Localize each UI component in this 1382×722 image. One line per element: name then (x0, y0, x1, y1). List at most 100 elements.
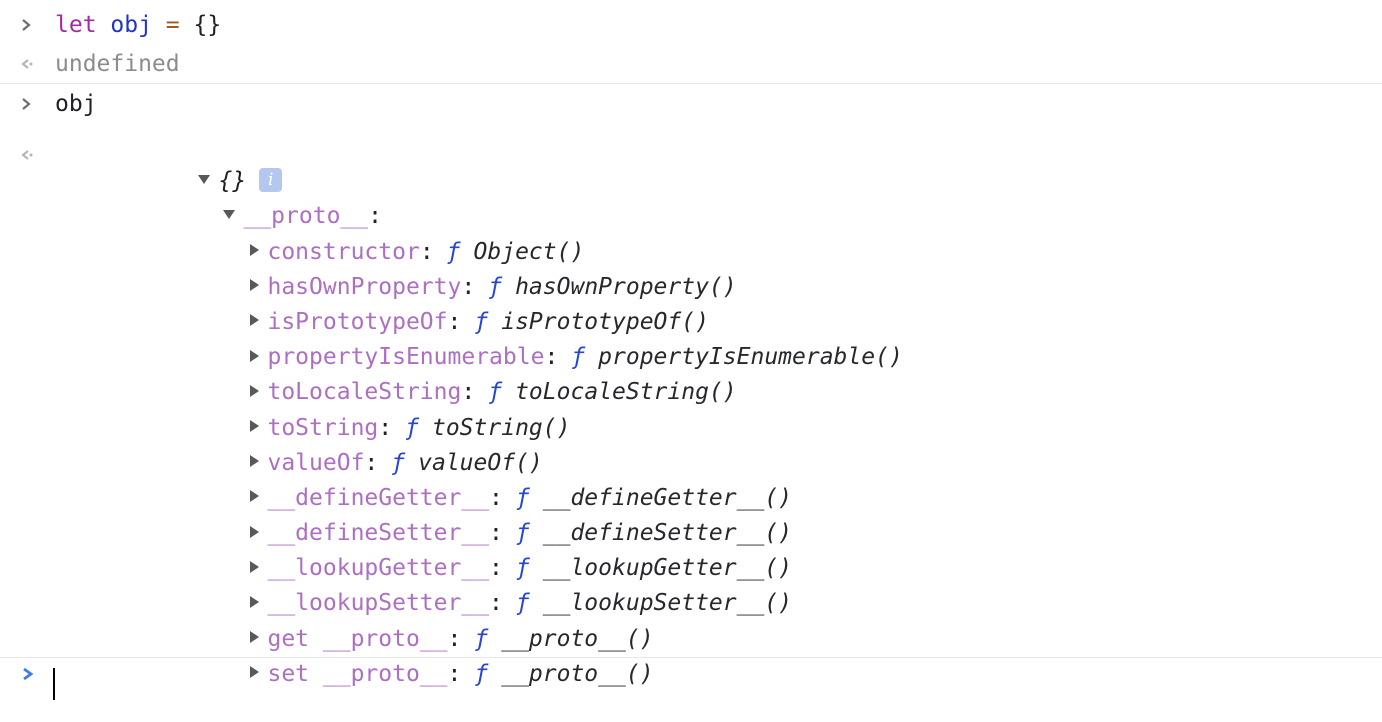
function-symbol: ƒ (515, 520, 530, 547)
colon: : (368, 203, 382, 230)
expand-triangle-icon[interactable] (250, 244, 260, 257)
expand-triangle-icon[interactable] (250, 631, 260, 644)
object-root-row[interactable]: {} i (0, 129, 1382, 194)
colon: : (489, 520, 503, 547)
collapse-triangle-icon[interactable] (223, 210, 236, 220)
property-row-definegetter[interactable]: __defineGetter__:ƒ__defineGetter__() (0, 446, 1382, 511)
property-row-set-proto[interactable]: set __proto__:ƒ__proto__() (0, 622, 1382, 687)
console-result-row: undefined (0, 44, 1382, 83)
property-name: hasOwnProperty (267, 273, 462, 300)
command-code: let obj = {} (55, 12, 221, 38)
property-name: constructor (267, 238, 420, 265)
function-symbol: ƒ (515, 484, 530, 511)
property-name: __lookupSetter__ (267, 590, 490, 617)
result-arrow-icon (21, 150, 33, 160)
property-row-isprototypeof[interactable]: isPrototypeOf: ƒ isPrototypeOf() (0, 270, 1382, 335)
property-row-lookupsetter[interactable]: __lookupSetter__: ƒ __lookupSetter__() (0, 551, 1382, 616)
expand-triangle-icon[interactable] (250, 314, 260, 327)
expand-triangle-icon[interactable] (250, 455, 260, 468)
property-name: toLocaleString (267, 379, 462, 406)
property-row-constructor[interactable]: constructor: ƒ Object() (0, 199, 1382, 265)
function-signature: toString() (431, 414, 571, 441)
console-command-row: let obj = {} (0, 5, 1382, 44)
function-symbol: ƒ (405, 414, 419, 441)
function-signature: toLocaleString() (515, 379, 737, 406)
function-symbol: ƒ (391, 449, 406, 476)
property-row-get-proto[interactable]: get __proto__:ƒ__proto__() (0, 586, 1382, 652)
expand-triangle-icon[interactable] (250, 349, 260, 362)
function-symbol: ƒ (515, 555, 530, 582)
expand-triangle-icon[interactable] (250, 560, 260, 573)
function-symbol: ƒ (474, 625, 489, 652)
property-name: valueOf (267, 449, 365, 476)
proto-row[interactable]: __proto__: (0, 164, 1382, 229)
expand-triangle-icon[interactable] (250, 666, 260, 679)
function-signature: __defineSetter__() (542, 520, 793, 547)
token-braces: {} (193, 11, 222, 38)
token-operator: = (151, 11, 194, 38)
function-symbol: ƒ (488, 273, 503, 300)
function-signature: __lookupSetter__() (542, 590, 793, 617)
function-signature: __proto__() (501, 625, 654, 652)
colon: : (447, 308, 462, 335)
expand-triangle-icon[interactable] (250, 525, 260, 538)
function-symbol: ƒ (474, 660, 489, 687)
function-signature: __defineGetter__() (542, 484, 793, 511)
colon: : (489, 555, 503, 582)
colon: : (378, 414, 393, 441)
expand-triangle-icon[interactable] (250, 595, 260, 608)
function-symbol: ƒ (515, 590, 530, 617)
function-signature: __lookupGetter__() (542, 555, 793, 582)
prompt-chevron-icon (22, 18, 31, 31)
function-signature: propertyIsEnumerable() (598, 344, 903, 371)
command-code: obj (55, 90, 97, 117)
function-signature: Object() (473, 238, 585, 265)
console-command-row: obj (0, 84, 1382, 123)
text-cursor (53, 667, 55, 700)
function-symbol: ƒ (474, 308, 489, 335)
expand-triangle-icon[interactable] (250, 490, 260, 503)
colon: : (447, 625, 462, 652)
token-keyword: let (55, 11, 111, 38)
console-input[interactable] (0, 658, 1382, 720)
colon: : (461, 273, 476, 300)
colon: : (447, 660, 462, 687)
expand-triangle-icon[interactable] (250, 384, 260, 397)
function-signature: isPrototypeOf() (501, 308, 709, 335)
collapse-triangle-icon[interactable] (198, 175, 211, 185)
prompt-chevron-icon (22, 97, 31, 110)
property-row-tostring[interactable]: toString: ƒ toString() (0, 375, 1382, 441)
property-name: __proto__ (243, 203, 369, 230)
property-name: __defineGetter__ (267, 484, 490, 511)
expand-triangle-icon[interactable] (250, 279, 260, 292)
property-name: get __proto__ (267, 625, 448, 652)
property-name: toString (267, 414, 379, 441)
info-badge[interactable]: i (259, 167, 283, 192)
colon: : (544, 344, 559, 371)
property-name: isPrototypeOf (267, 308, 448, 335)
function-symbol: ƒ (446, 238, 461, 265)
colon: : (461, 379, 476, 406)
result-value: undefined (55, 50, 180, 77)
function-symbol: ƒ (488, 379, 503, 406)
token-variable: obj (110, 11, 152, 38)
property-row-definesetter[interactable]: __defineSetter__: ƒ __defineSetter__() (0, 481, 1382, 546)
object-preview: {} (218, 168, 247, 195)
property-name: __defineSetter__ (267, 520, 490, 547)
expand-triangle-icon[interactable] (250, 420, 260, 433)
property-row-tolocalestring[interactable]: toLocaleString: ƒ toLocaleString() (0, 340, 1382, 405)
console-entry-1: let obj = {} undefined (0, 0, 1382, 83)
property-row-lookupgetter[interactable]: __lookupGetter__:ƒ__lookupGetter__() (0, 516, 1382, 581)
function-symbol: ƒ (571, 344, 586, 371)
function-signature: __proto__() (501, 660, 654, 687)
entry-divider (0, 83, 1382, 84)
colon: : (419, 238, 434, 265)
colon: : (489, 590, 503, 617)
result-arrow-icon (21, 58, 33, 69)
